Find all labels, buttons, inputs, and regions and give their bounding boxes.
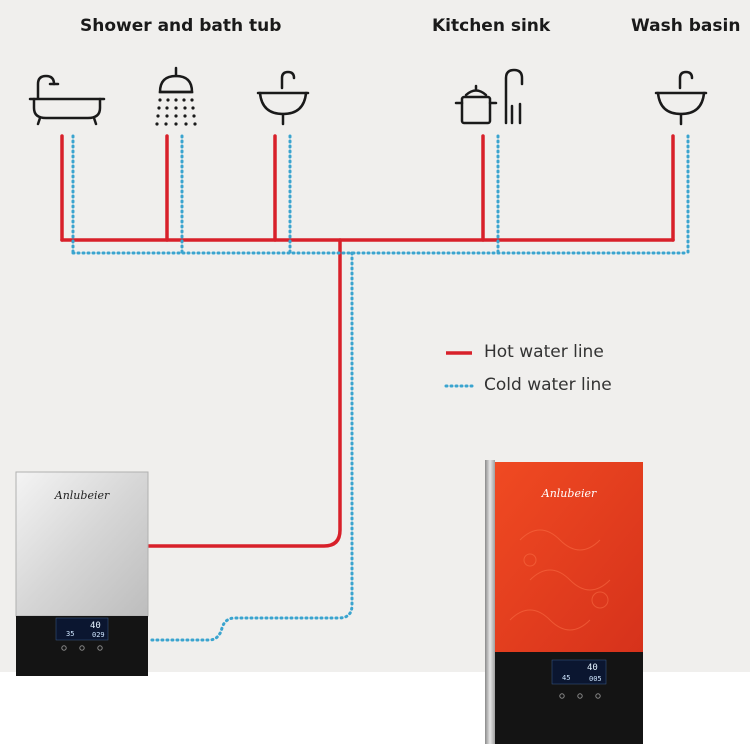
red-heater-button-down[interactable] [559, 693, 565, 699]
legend-cold-label: Cold water line [484, 375, 612, 395]
red-heater-display [551, 659, 607, 685]
basin-icon [256, 70, 310, 126]
silver-heater-button-up[interactable] [97, 645, 103, 651]
silver-heater-button-down[interactable] [61, 645, 67, 651]
red-heater-display-left: 45 [562, 674, 570, 682]
silver-heater-brand: Anlubeier [54, 489, 110, 502]
red-heater-floral-pattern [509, 529, 611, 631]
legend-hot-label: Hot water line [484, 342, 604, 362]
label-kitchen-sink: Kitchen sink [432, 16, 551, 36]
silver-water-heater: Anlubeier 35 40 029 [15, 471, 149, 676]
label-wash-basin: Wash basin [631, 16, 741, 36]
silver-heater-display-top: 40 [90, 621, 101, 631]
bathtub-icon [28, 74, 106, 126]
cold-water-lines [71, 134, 690, 642]
hot-supply-line [146, 238, 342, 548]
hot-water-lines [60, 134, 675, 548]
cold-supply-line [146, 251, 354, 642]
shower-drops [155, 98, 197, 126]
red-heater-button-up[interactable] [595, 693, 601, 699]
silver-heater-display [55, 617, 109, 641]
silver-heater-display-left: 35 [66, 630, 74, 638]
silver-heater-display-bottom: 029 [92, 631, 105, 639]
shower-icon [158, 66, 194, 94]
red-heater-display-top: 40 [587, 663, 598, 673]
silver-heater-button-power[interactable] [79, 645, 85, 651]
red-heater-display-bottom: 005 [589, 675, 602, 683]
pot-and-faucet-icon [454, 68, 524, 125]
red-heater-button-power[interactable] [577, 693, 583, 699]
label-shower-and-bath-tub: Shower and bath tub [80, 16, 282, 36]
red-water-heater: Anlubeier 45 40 005 [485, 460, 643, 744]
basin-icon [654, 70, 708, 126]
red-heater-brand: Anlubeier [541, 487, 597, 500]
